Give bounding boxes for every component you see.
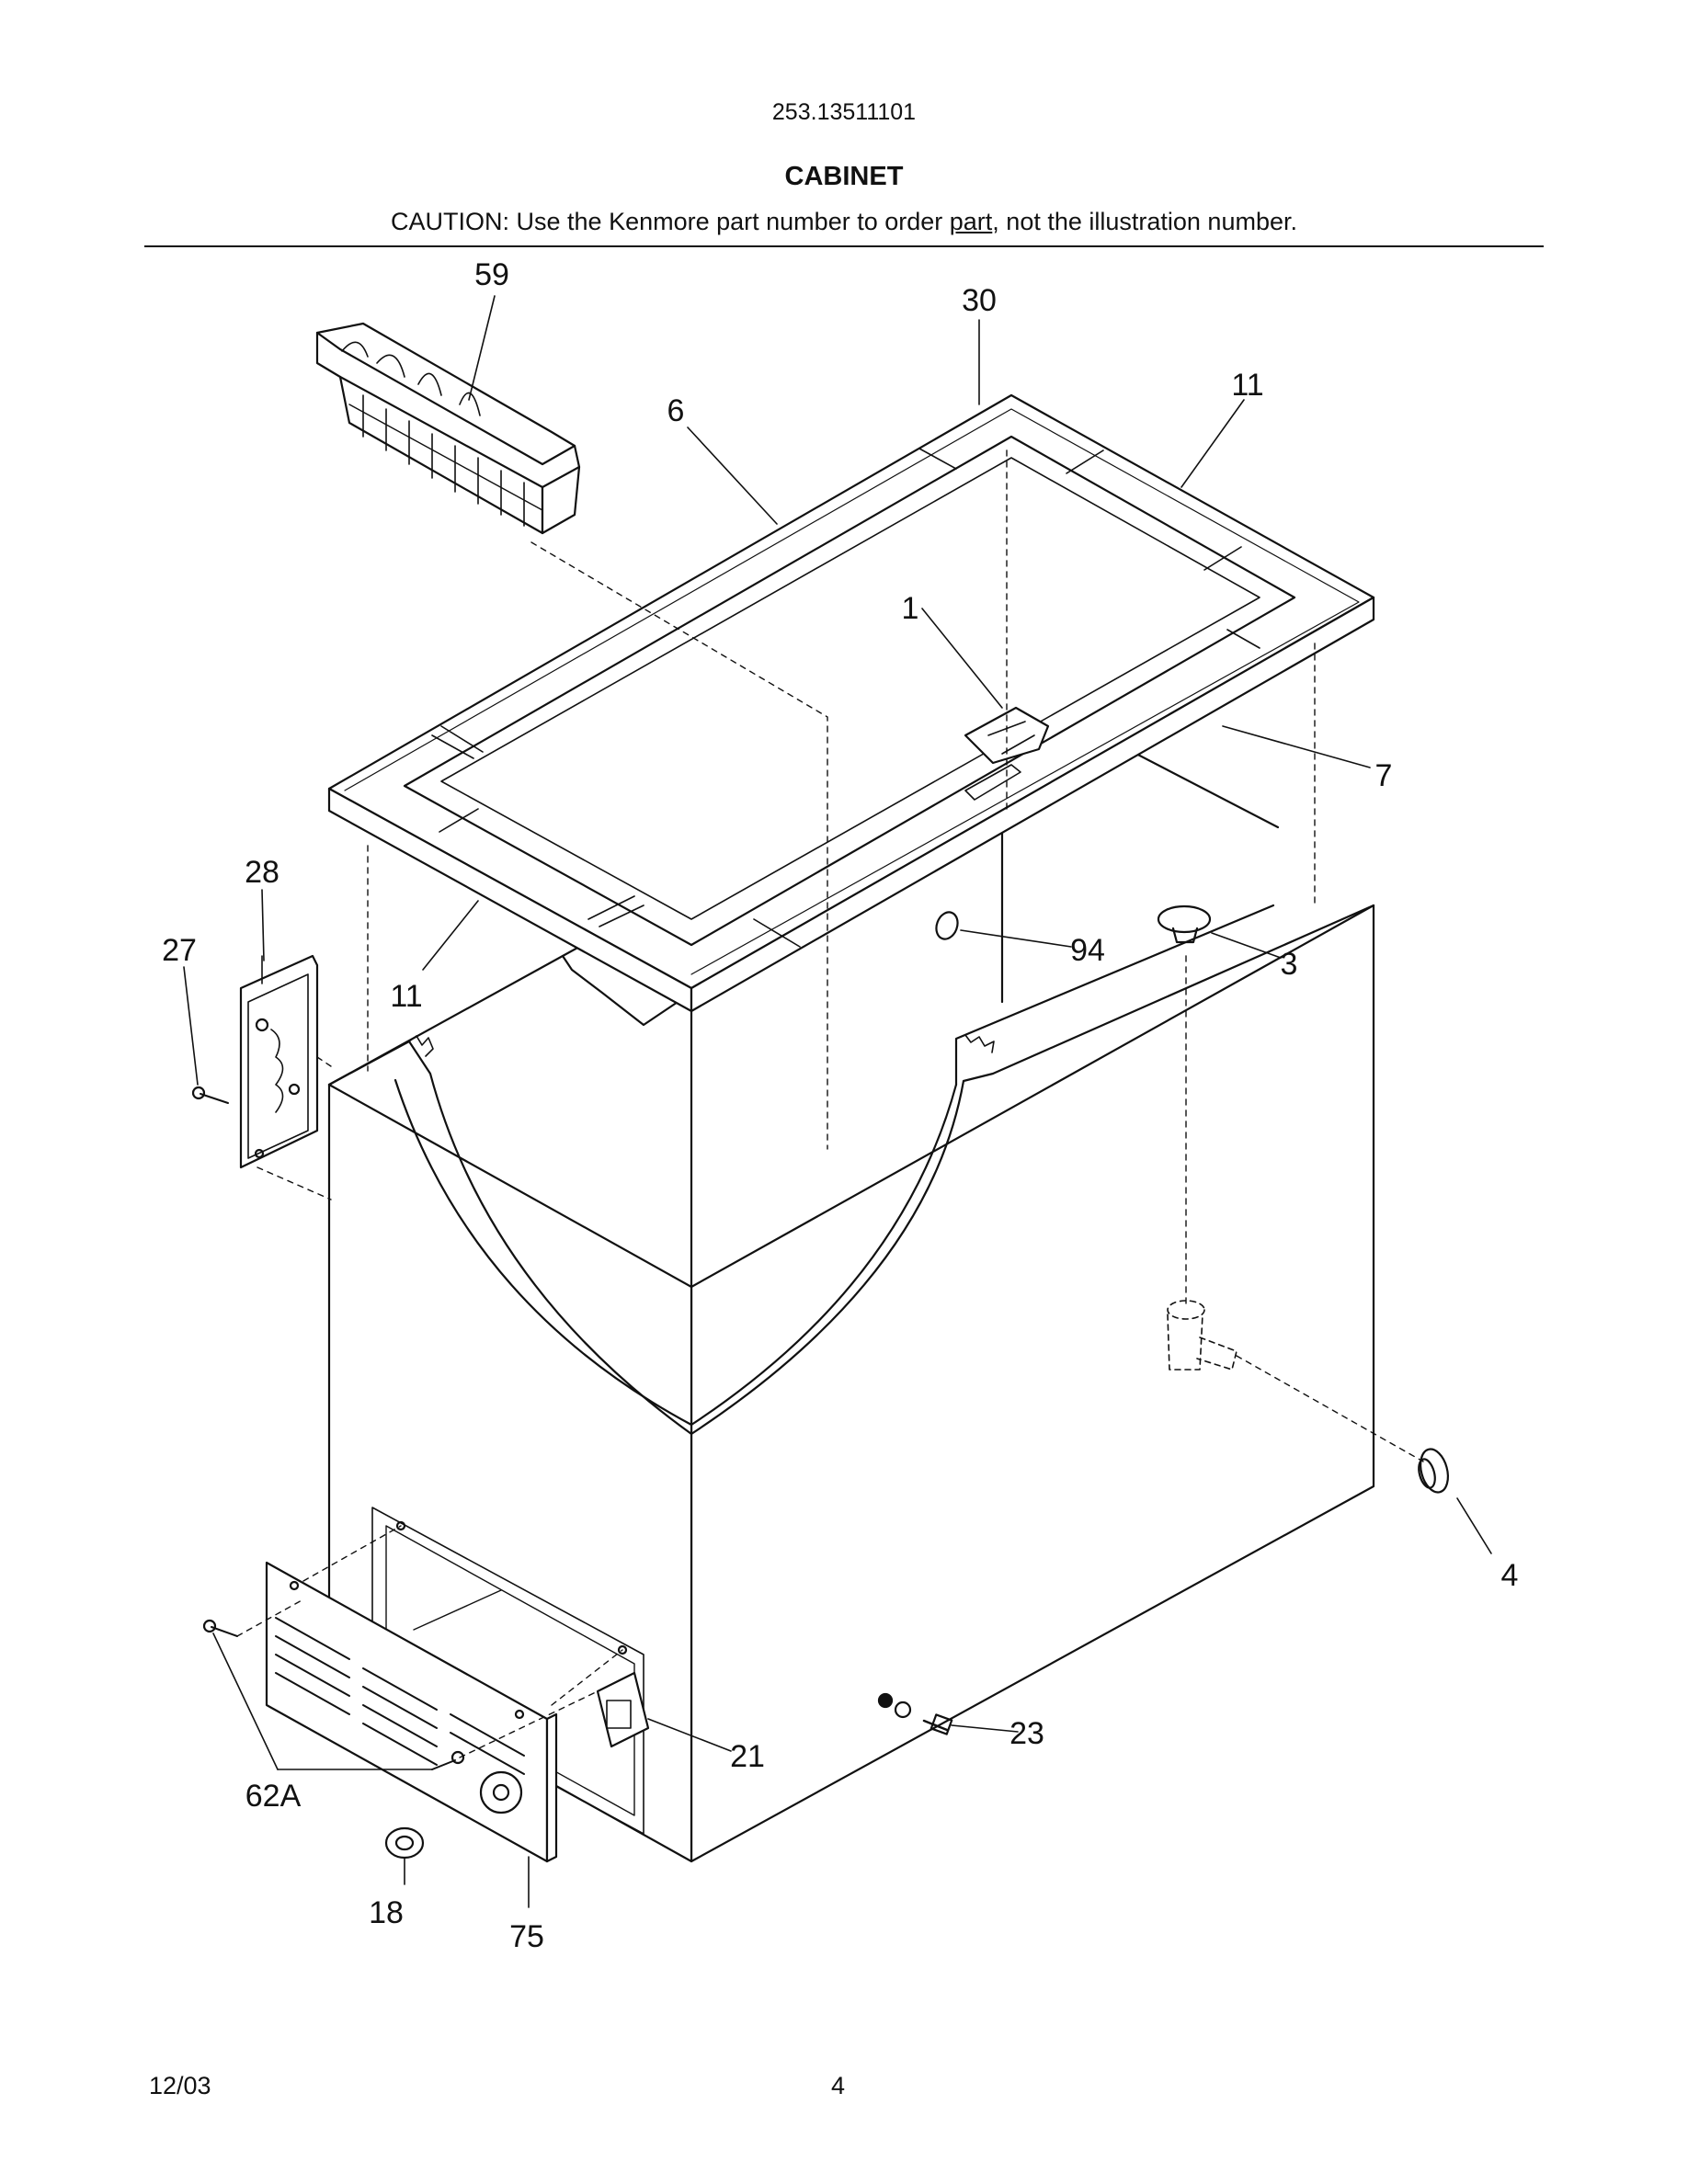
caution-note: CAUTION: Use the Kenmore part number to … <box>0 208 1688 236</box>
page-number: 4 <box>831 2072 846 2099</box>
section-title: CABINET <box>784 162 904 191</box>
callout-23: 23 <box>1009 1716 1044 1751</box>
plug-94 <box>935 911 959 940</box>
header-rule <box>144 245 1544 247</box>
callout-4: 4 <box>1501 1558 1519 1593</box>
screw-62a <box>202 1619 465 1770</box>
leader-lines <box>183 295 1492 1908</box>
callout-30: 30 <box>962 283 997 318</box>
callout-28: 28 <box>245 855 279 890</box>
callout-27: 27 <box>162 933 197 968</box>
callout-1: 1 <box>902 591 919 626</box>
callout-labels: 59 30 11 6 1 7 28 27 11 94 3 4 23 21 62A… <box>162 257 1518 1954</box>
callout-59: 59 <box>474 257 509 292</box>
cabinet-body <box>327 697 1375 1863</box>
drain-plug-4 <box>1418 1448 1449 1494</box>
caution-underlined-word: part <box>949 208 993 235</box>
model-number: 253.13511101 <box>771 99 917 125</box>
callout-94: 94 <box>1070 933 1105 968</box>
callout-62a: 62A <box>245 1779 302 1814</box>
caution-suffix: , not the illustration number. <box>992 208 1297 235</box>
callout-7: 7 <box>1375 758 1393 793</box>
callout-11-left: 11 <box>390 979 422 1014</box>
caution-prefix: CAUTION: Use the Kenmore part number to … <box>391 208 950 235</box>
footer-date: 12/03 <box>149 2072 211 2099</box>
light-3 <box>1157 904 1212 944</box>
callout-75: 75 <box>509 1919 544 1954</box>
callout-18: 18 <box>369 1895 404 1930</box>
vent-grille <box>265 1561 558 1863</box>
leveler-23 <box>877 1692 953 1735</box>
switch-21 <box>596 1671 650 1748</box>
callout-3: 3 <box>1281 947 1298 982</box>
callout-6: 6 <box>667 393 685 428</box>
callout-21: 21 <box>730 1739 765 1774</box>
knob-18 <box>384 1826 425 1860</box>
assembly-guides <box>236 449 1424 1758</box>
screw-27 <box>191 1086 229 1104</box>
callout-11-top: 11 <box>1231 368 1263 403</box>
hinge <box>239 954 319 1169</box>
gasket-frame <box>327 393 1375 1013</box>
basket <box>315 322 581 535</box>
